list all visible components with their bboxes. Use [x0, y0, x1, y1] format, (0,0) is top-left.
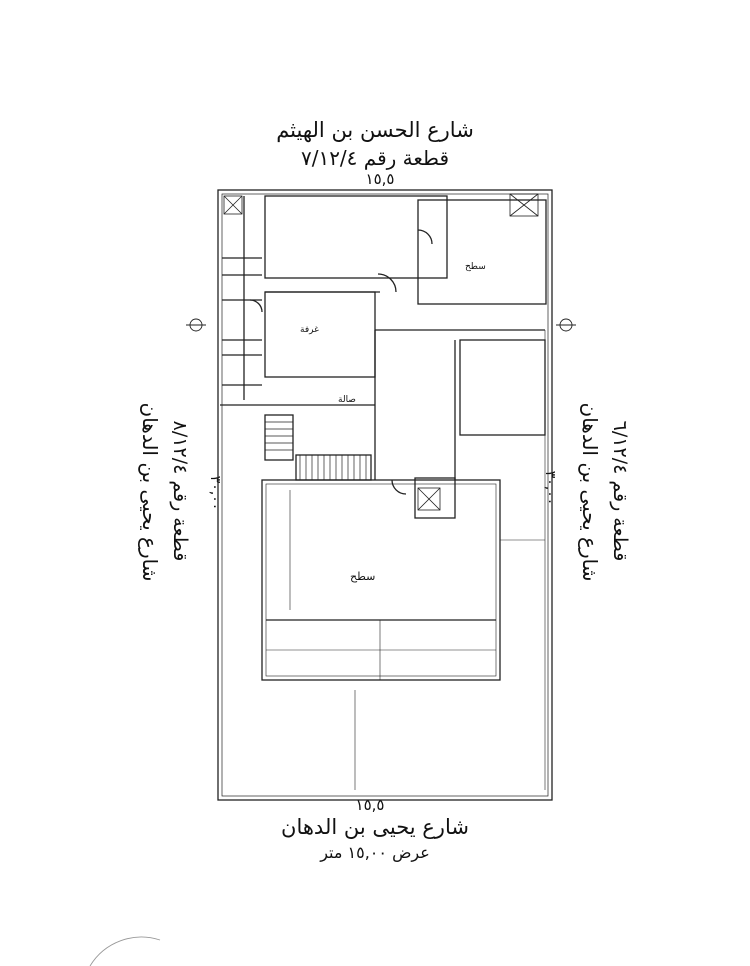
top-dimension: ١٥,٥ — [365, 170, 395, 188]
plot-boundary — [217, 189, 553, 801]
room-top-right — [417, 199, 547, 305]
top-plot-number: قطعة رقم ٧/١٢/٤ — [300, 146, 450, 170]
room-label-mid-left: غرفة — [300, 325, 319, 335]
room-middle-right — [459, 339, 546, 436]
room-top-middle — [264, 195, 448, 279]
top-street-name: شارع الحسن بن الهيثم — [276, 118, 474, 142]
room-label-roof-top-right: سطح — [465, 262, 486, 272]
stamp-arc — [89, 936, 161, 966]
shaft-top-left — [223, 195, 243, 215]
bottom-street-name: شارع يحيى بن الدهان — [281, 815, 469, 839]
room-label-roof-main: سطح — [350, 570, 376, 583]
roof-main-block — [261, 479, 501, 681]
shaft-small — [417, 487, 441, 511]
shaft-top-right — [509, 193, 539, 217]
small-room — [414, 477, 456, 519]
bottom-street-width: عرض ١٥,٠٠ متر — [320, 843, 430, 862]
room-label-stair-hall: صالة — [338, 395, 356, 405]
stair-upper — [264, 414, 294, 461]
room-middle-left — [264, 291, 376, 378]
